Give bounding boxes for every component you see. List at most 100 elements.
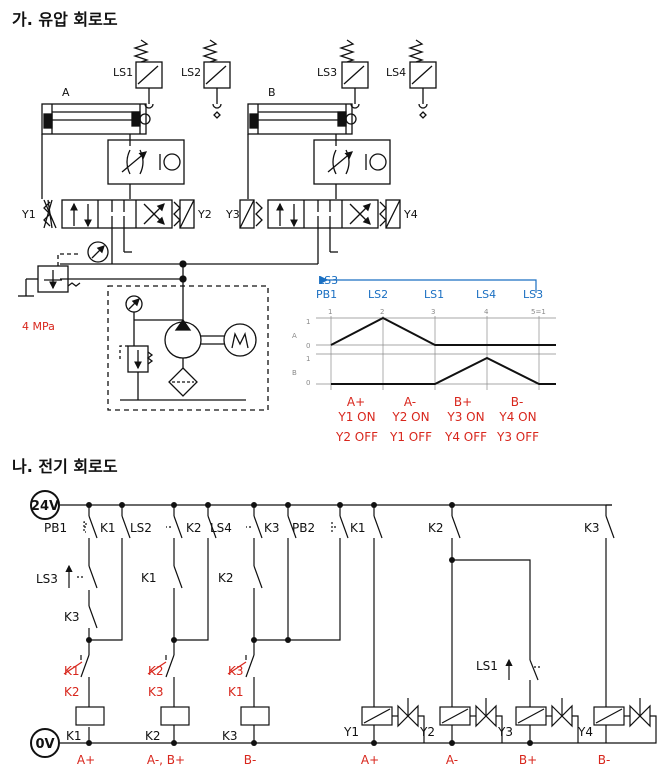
interlock-struck-1: K1 xyxy=(64,664,80,678)
y2-label: Y2 xyxy=(197,208,212,221)
k2-contact-label-2: K2 xyxy=(218,571,234,585)
coil-k3-label: K3 xyxy=(222,729,238,743)
motion-a-plus: A+ xyxy=(347,395,365,409)
motion-b-minus: B- xyxy=(511,395,524,409)
timing-diagram: LS3 PB1 LS2 LS1 LS4 LS3 1 2 3 4 5=1 A B … xyxy=(292,274,556,444)
pb1-label: PB1 xyxy=(44,521,67,535)
timing-loop-label: LS3 xyxy=(318,274,338,287)
rung-action-2: A-, B+ xyxy=(147,753,185,767)
supply-0v-label: 0V xyxy=(35,737,54,752)
coil-y3-label: Y3 xyxy=(497,725,513,739)
motor-icon xyxy=(223,323,257,357)
rung-action-5: A- xyxy=(446,753,458,767)
step-signal-5: LS3 xyxy=(523,288,543,301)
rung-action-1: A+ xyxy=(77,753,95,767)
interlock-new-3: K1 xyxy=(228,685,244,699)
action-off-4: Y3 OFF xyxy=(496,430,539,444)
limit-switch-ls4 xyxy=(407,39,437,119)
ls1-label: LS1 xyxy=(113,66,133,79)
limit-switch-ls2 xyxy=(201,39,231,119)
ls3-label-elec: LS3 xyxy=(36,572,58,586)
filter-icon xyxy=(168,367,198,397)
row-label-a: A xyxy=(292,332,297,340)
step-number-2: 2 xyxy=(380,308,384,316)
timing-trace-a xyxy=(330,316,556,346)
flow-control-valve-b xyxy=(313,139,391,199)
limit-switch-ls1 xyxy=(132,39,163,109)
interlock-struck-3: K3 xyxy=(228,664,244,678)
rung-action-7: B- xyxy=(598,753,611,767)
rung-action-4: A+ xyxy=(361,753,379,767)
level-label-a1: 1 xyxy=(306,318,310,326)
electric-section-title: 나. 전기 회로도 xyxy=(12,457,118,476)
action-off-3: Y4 OFF xyxy=(444,430,487,444)
pressure-gauge-icon xyxy=(87,241,109,263)
interlock-new-1: K2 xyxy=(64,685,80,699)
flow-control-valve-a xyxy=(107,139,185,199)
hydraulic-section-title: 가. 유압 회로도 xyxy=(12,10,118,29)
step-number-5: 5=1 xyxy=(531,308,546,316)
relief-pressure-label: 4 MPa xyxy=(22,320,55,333)
coil-k2-label: K2 xyxy=(145,729,161,743)
level-label-a0: 0 xyxy=(306,342,310,350)
action-on-3: Y3 ON xyxy=(446,410,484,424)
interlock-new-2: K3 xyxy=(148,685,164,699)
k3-contact-label-3: K3 xyxy=(584,521,600,535)
k3-contact-label-2: K3 xyxy=(264,521,280,535)
ls2-label: LS2 xyxy=(181,66,201,79)
step-signal-2: LS2 xyxy=(368,288,388,301)
relief-valve xyxy=(18,253,81,297)
ls4-label: LS4 xyxy=(386,66,406,79)
step-number-1: 1 xyxy=(328,308,332,316)
y4-label: Y4 xyxy=(403,208,418,221)
k3-contact-label-1: K3 xyxy=(64,610,80,624)
ls2-label-elec: LS2 xyxy=(130,521,152,535)
directional-valve-b xyxy=(239,199,401,244)
step-number-4: 4 xyxy=(484,308,489,316)
step-signal-3: LS1 xyxy=(424,288,444,301)
electric-circuit xyxy=(30,490,657,758)
timing-trace-b xyxy=(331,356,556,385)
k2-contact-label-1: K2 xyxy=(186,521,202,535)
step-signal-1: PB1 xyxy=(316,288,337,301)
cylinder-b xyxy=(247,103,357,199)
action-off-1: Y2 OFF xyxy=(335,430,378,444)
step-number-3: 3 xyxy=(431,308,435,316)
rung-action-3: B- xyxy=(244,753,257,767)
row-label-b: B xyxy=(292,369,297,377)
rung-action-6: B+ xyxy=(519,753,537,767)
k1-contact-label-3: K1 xyxy=(350,521,366,535)
k2-contact-label-3: K2 xyxy=(428,521,444,535)
action-off-2: Y1 OFF xyxy=(389,430,432,444)
coil-y2-label: Y2 xyxy=(419,725,435,739)
cylinder-a-label: A xyxy=(62,86,70,99)
action-on-4: Y4 ON xyxy=(498,410,536,424)
step-signal-4: LS4 xyxy=(476,288,496,301)
motion-a-minus: A- xyxy=(404,395,416,409)
coil-y4-label: Y4 xyxy=(577,725,593,739)
k1-contact-label-2: K1 xyxy=(141,571,157,585)
cylinder-a xyxy=(41,103,151,199)
cylinder-b-label: B xyxy=(268,86,276,99)
y1-label: Y1 xyxy=(21,208,36,221)
level-label-b1: 1 xyxy=(306,355,310,363)
hydraulic-circuit xyxy=(18,39,437,411)
directional-valve-a xyxy=(43,199,195,244)
ls3-label: LS3 xyxy=(317,66,337,79)
action-on-1: Y1 ON xyxy=(337,410,375,424)
motion-b-plus: B+ xyxy=(454,395,472,409)
coil-y1-label: Y1 xyxy=(343,725,359,739)
y3-label: Y3 xyxy=(225,208,240,221)
limit-switch-ls3 xyxy=(338,39,369,109)
supply-24v-label: 24V xyxy=(31,499,59,514)
action-on-2: Y2 ON xyxy=(391,410,429,424)
level-label-b0: 0 xyxy=(306,379,310,387)
ls4-label-elec: LS4 xyxy=(210,521,232,535)
ls1-label-elec: LS1 xyxy=(476,659,498,673)
k1-contact-label-1: K1 xyxy=(100,521,116,535)
power-unit-boundary xyxy=(107,285,269,411)
pb2-label: PB2 xyxy=(292,521,315,535)
interlock-struck-2: K2 xyxy=(148,664,164,678)
coil-k1-label: K1 xyxy=(66,729,82,743)
